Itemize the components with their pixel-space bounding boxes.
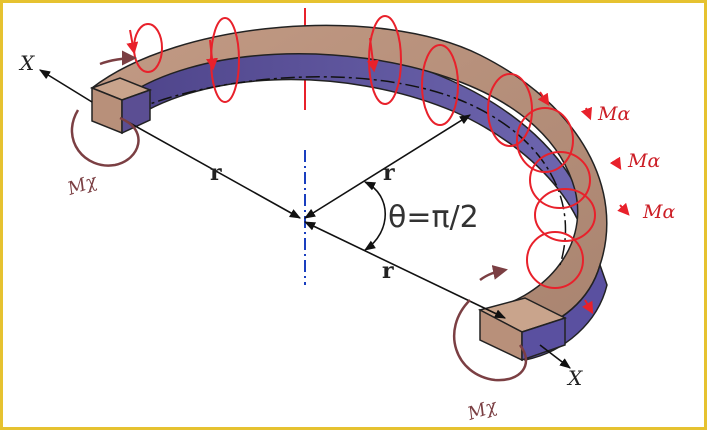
angle-label: θ=π/2 <box>388 200 479 235</box>
angle-arc <box>363 181 387 251</box>
twist-arrowhead-left <box>99 50 137 66</box>
radius-label-lower: r <box>382 258 394 284</box>
x-axis-left <box>39 69 93 103</box>
x-axis-label-left: X <box>18 51 35 75</box>
m-alpha-label-1: Mα <box>597 103 630 125</box>
twist-arrowhead-right <box>479 264 508 282</box>
mx-label-right: Mχ <box>464 395 500 425</box>
left-end-block <box>89 77 153 135</box>
mx-label-left: Mχ <box>64 170 100 200</box>
bending-moment-arrowheads <box>126 29 630 315</box>
x-axis-label-right: X <box>566 366 583 390</box>
twist-arrow-right <box>453 299 528 382</box>
radius-line-lower <box>303 221 507 319</box>
twist-arrow-left <box>70 109 140 167</box>
radius-label-upper: r <box>383 160 395 186</box>
x-axis-right <box>539 344 571 369</box>
radius-label-left: r <box>210 160 222 186</box>
ring-centerline <box>111 76 567 266</box>
radius-line-left <box>127 121 301 219</box>
m-alpha-label-3: Mα <box>642 201 675 223</box>
m-alpha-label-2: Mα <box>627 150 660 172</box>
radius-line-upper <box>304 114 471 219</box>
